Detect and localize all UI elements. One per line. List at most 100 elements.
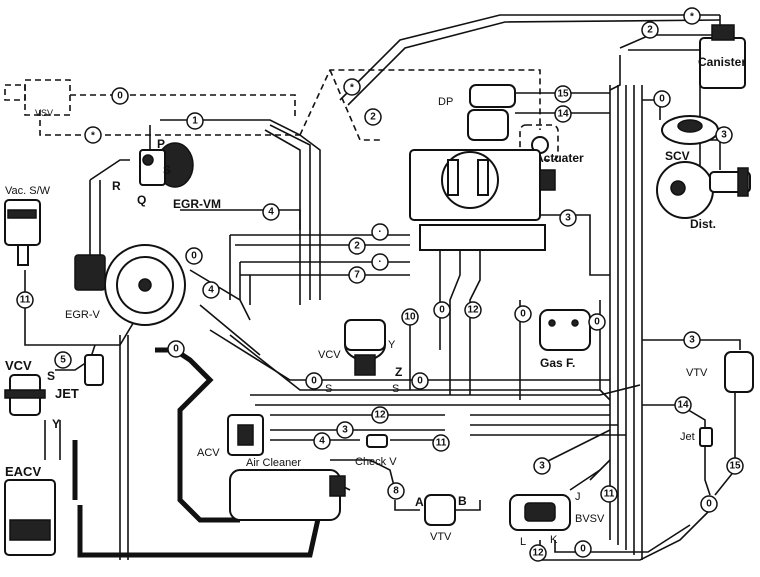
hose-label-0-vtv: 0	[700, 495, 718, 513]
svg-text:*: *	[690, 12, 694, 23]
svg-text:15: 15	[557, 89, 569, 100]
jet-left: JET	[55, 354, 104, 401]
acv: ACV	[197, 414, 264, 459]
svg-text:10: 10	[404, 312, 416, 323]
svg-text:0: 0	[311, 376, 317, 387]
hose-label-11-bvsv: 11	[600, 485, 618, 503]
actuater-label: Actuater	[535, 151, 584, 165]
svg-text:14: 14	[557, 109, 569, 120]
hose-label-1-top: 1	[186, 112, 204, 130]
egr-vm-label: EGR-VM	[173, 197, 221, 211]
vcv-mid-label: VCV	[318, 349, 341, 361]
svg-text:0: 0	[580, 544, 586, 555]
bvsv: BVSV	[509, 494, 605, 531]
port-q: Q	[137, 193, 146, 207]
hose-label-12-bottom: 12	[529, 544, 547, 562]
hose-label-12-a: 12	[464, 301, 482, 319]
svg-text:3: 3	[721, 130, 727, 141]
hose-label-0-a: 0	[433, 301, 451, 319]
port-r: R	[112, 179, 121, 193]
hose-label-0-gas: 0	[588, 313, 606, 331]
vcv-left-label: VCV	[5, 358, 32, 373]
jet-left-label: JET	[55, 386, 79, 401]
svg-text:0: 0	[191, 251, 197, 262]
hose-lines	[24, 14, 741, 561]
hose-label-2-mid: 2	[364, 108, 382, 126]
hose-label-11-vac: 11	[16, 291, 34, 309]
scv-label: SCV	[665, 149, 690, 163]
bvsv-label: BVSV	[575, 513, 605, 525]
canister-label: Canister	[698, 55, 746, 69]
svg-text:3: 3	[565, 213, 571, 224]
port-s-egr: S	[163, 163, 171, 177]
vcv-left: VCV	[4, 358, 46, 416]
hose-label-2-canister: 2	[641, 21, 659, 39]
port-letters: P R S Q S Y Y Z S S A B J L K	[47, 137, 581, 548]
hose-label-2-egr: 2	[348, 237, 366, 255]
hose-label-3-scv: 3	[715, 126, 733, 144]
dp-label: DP	[438, 96, 453, 108]
svg-text:7: 7	[354, 270, 360, 281]
egr-vm: EGR-VM	[139, 142, 221, 211]
svg-text:0: 0	[594, 317, 600, 328]
hose-label-dot-2: ·	[371, 253, 389, 271]
vsv-label: VSV	[35, 108, 53, 118]
hose-label-14-dp: 14	[554, 105, 572, 123]
hose-label-star-canister: *	[683, 7, 701, 25]
hose-label-4-egr: 4	[262, 203, 280, 221]
eacv-label: EACV	[5, 464, 41, 479]
hose-label-11-checkv: 11	[432, 434, 450, 452]
hose-label-3-vtv: 3	[683, 331, 701, 349]
port-s-vcv: S	[47, 369, 55, 383]
svg-text:11: 11	[20, 295, 31, 306]
port-l: L	[520, 536, 526, 548]
svg-text:0: 0	[520, 309, 526, 320]
port-s-mid-1: S	[325, 383, 332, 395]
port-k: K	[550, 534, 558, 546]
jet-right-label: Jet	[680, 431, 695, 443]
canister: Canister	[698, 24, 746, 89]
hose-label-3-bvsv: 3	[533, 457, 551, 475]
vtv-right: VTV	[686, 351, 754, 393]
vsv: VSV	[4, 79, 71, 118]
hose-label-14-jet: 14	[674, 396, 692, 414]
hose-label-0-scv: 0	[653, 90, 671, 108]
hose-number-labels: 0 * * 2 1 * 2 15 14 0 3 4 2 · · 7 0 4 3 …	[16, 7, 744, 562]
svg-text:4: 4	[268, 207, 274, 218]
hose-label-4-egrv: 4	[202, 281, 220, 299]
hose-label-15-dp: 15	[554, 85, 572, 103]
hose-label-0-b: 0	[514, 305, 532, 323]
svg-text:*: *	[350, 83, 354, 94]
check-valve: Check V	[355, 434, 397, 468]
svg-text:8: 8	[393, 486, 399, 497]
hose-label-15-jet: 15	[726, 457, 744, 475]
hose-label-0-vsv: 0	[111, 87, 129, 105]
throttle-body	[409, 149, 556, 251]
gas-filter: Gas F.	[539, 309, 591, 370]
svg-text:5: 5	[60, 355, 66, 366]
air-cleaner-label: Air Cleaner	[246, 457, 301, 469]
hose-label-3-acv: 3	[336, 421, 354, 439]
acv-label: ACV	[197, 447, 220, 459]
distributor: Dist.	[656, 161, 751, 231]
svg-text:·: ·	[378, 257, 381, 268]
dist-label: Dist.	[690, 217, 716, 231]
svg-text:*: *	[91, 131, 95, 142]
hose-label-dot-1: ·	[371, 223, 389, 241]
hose-label-0-bottom: 0	[574, 540, 592, 558]
hose-label-12-acv: 12	[371, 406, 389, 424]
gas-f-label: Gas F.	[540, 356, 575, 370]
port-y-mid: Y	[388, 339, 396, 351]
eacv: EACV	[4, 464, 56, 556]
svg-text:2: 2	[647, 25, 653, 36]
svg-text:2: 2	[370, 112, 376, 123]
port-j: J	[575, 491, 581, 503]
egr-v-label: EGR-V	[65, 309, 101, 321]
port-b: B	[458, 494, 467, 508]
svg-text:0: 0	[706, 499, 712, 510]
scv: SCV	[661, 115, 719, 163]
svg-text:3: 3	[539, 461, 545, 472]
hose-label-10-vcv: 10	[401, 308, 419, 326]
check-v-label: Check V	[355, 456, 397, 468]
